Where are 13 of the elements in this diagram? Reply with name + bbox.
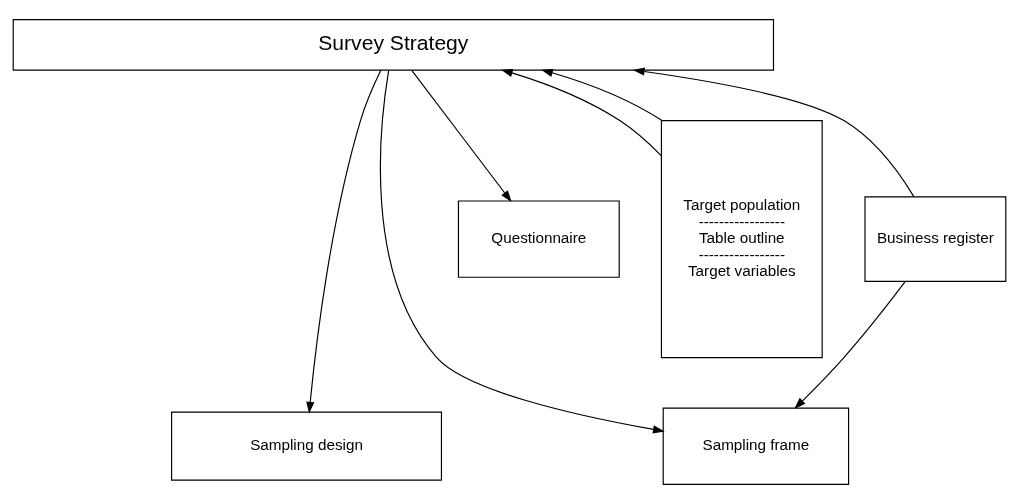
arrow xyxy=(411,69,512,202)
arrow xyxy=(794,280,906,409)
node-box: Target population ----------------- Table outline ----------------- Target variables xyxy=(660,119,823,358)
node-box: Survey Strategy xyxy=(12,18,775,71)
node-box: Sampling design xyxy=(171,411,443,481)
arrow xyxy=(632,66,915,197)
arrow xyxy=(379,69,665,433)
node-box: Business register xyxy=(864,195,1007,282)
arrow xyxy=(501,68,662,156)
arrow xyxy=(306,69,382,413)
node-box: Questionnaire xyxy=(457,199,620,278)
arrow xyxy=(541,68,663,121)
node-box: Sampling frame xyxy=(662,406,850,485)
